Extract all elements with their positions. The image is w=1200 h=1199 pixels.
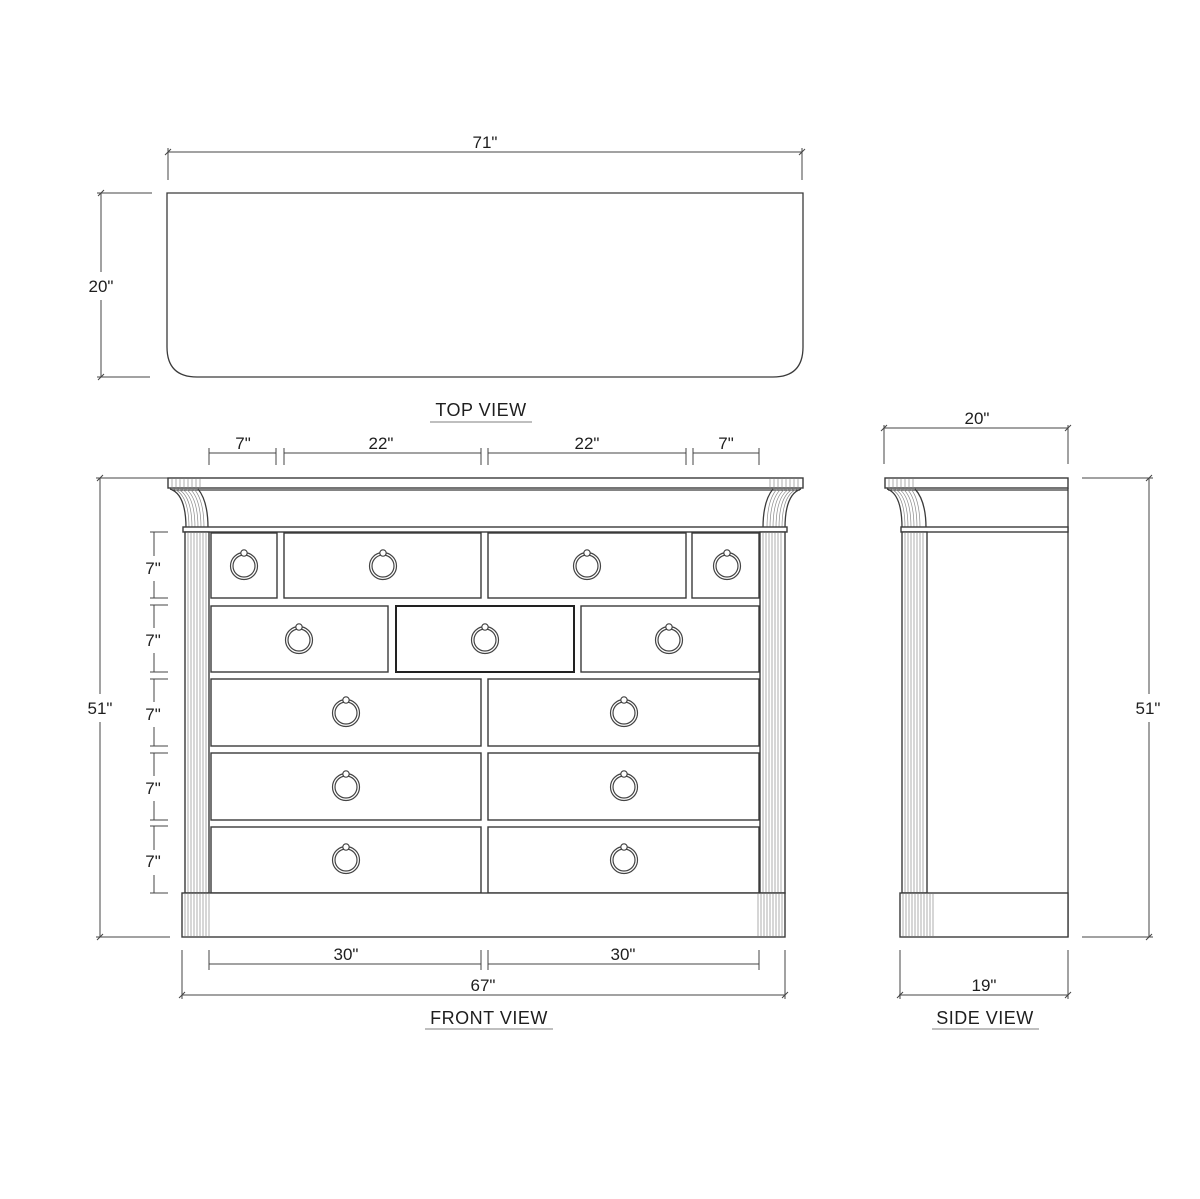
top-view: 71" 20" TOP VIEW [89,133,806,423]
front-view-height-label: 51" [88,699,113,718]
front-view-top-dimensions: 7" 22" 22" 7" [208,434,760,465]
top-view-width-dimension: 71" [164,133,806,180]
front-row-dim-label-2: 7" [145,631,161,650]
front-row-dim-label-4: 7" [145,779,161,798]
plinth-base [181,892,786,938]
ring-pull-icon [331,696,361,728]
drawer [210,752,482,821]
top-view-depth-dimension: 20" [89,189,152,381]
ring-pull-icon [609,770,639,802]
front-row-dim-label-1: 7" [145,559,161,578]
drawer-row-4 [210,752,760,821]
drawer [210,532,278,599]
front-bottom-dim-label-2: 30" [611,945,636,964]
side-pilaster [901,531,928,894]
top-view-outline [166,192,804,378]
side-view-title: SIDE VIEW [936,1008,1034,1028]
side-plinth-base [899,892,1069,938]
top-view-width-label: 71" [473,133,498,152]
top-board [167,477,804,489]
ring-pull-icon [470,623,500,655]
ring-pull-icon [229,549,259,581]
side-view-base-depth-dimension: 19" [896,950,1072,999]
side-view-top-depth-dimension: 20" [880,409,1072,464]
drawer [487,678,760,747]
ring-pull-icon [654,623,684,655]
front-row-dim-label-5: 7" [145,852,161,871]
ring-pull-icon [712,549,742,581]
front-overall-width-label: 67" [471,976,496,995]
ring-pull-icon [368,549,398,581]
ring-pull-icon [331,770,361,802]
front-view-title: FRONT VIEW [430,1008,548,1028]
ring-pull-icon [609,843,639,875]
ring-pull-icon [609,696,639,728]
right-pilaster [759,531,786,894]
moulding-band [182,526,788,533]
ring-pull-icon [572,549,602,581]
drawer [487,752,760,821]
front-row-dim-label-3: 7" [145,705,161,724]
front-top-dim-label-1: 7" [235,434,251,453]
drawer [210,678,482,747]
drawer [580,605,760,673]
ring-pulls [229,549,742,875]
front-view: 7" 22" 22" 7" 7" 7" 7" 7" 7" [88,434,804,1030]
front-top-dim-label-2: 22" [369,434,394,453]
left-cove-moulding [169,488,209,529]
ring-pull-icon [284,623,314,655]
right-cove-moulding [762,488,802,529]
drawer-row-2 [210,605,760,673]
side-view-height-dimension: 51" [1082,474,1161,941]
drawer [210,605,389,673]
drawer [395,605,575,673]
drawer-row-1 [210,532,760,599]
drawer-row-3 [210,678,760,747]
front-view-bottom-dimensions: 30" 30" 67" [178,945,789,999]
side-top-board [884,477,1069,489]
front-bottom-dim-label-1: 30" [334,945,359,964]
side-view-height-label: 51" [1136,699,1161,718]
top-view-title: TOP VIEW [435,400,526,420]
side-top-board-flutes [888,479,914,488]
left-pilaster [184,531,210,894]
ring-pull-icon [331,843,361,875]
side-view-top-depth-label: 20" [965,409,990,428]
drawer [691,532,760,599]
side-cove-moulding [886,488,927,529]
top-board-flutes [171,479,799,488]
side-view-base-depth-label: 19" [972,976,997,995]
drawer-row-5 [210,826,760,894]
side-moulding-band [900,526,1069,533]
drawer [487,532,687,599]
front-view-row-dimensions: 7" 7" 7" 7" 7" [145,531,168,894]
front-top-dim-label-4: 7" [718,434,734,453]
side-view: 20" [880,409,1161,1030]
top-view-depth-label: 20" [89,277,114,296]
front-top-dim-label-3: 22" [575,434,600,453]
drawer [283,532,482,599]
front-view-height-dimension: 51" [88,474,170,941]
drawer [487,826,760,894]
drawer [210,826,482,894]
